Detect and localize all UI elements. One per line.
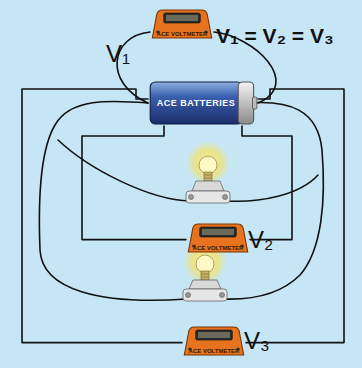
meter-leads <box>82 126 292 240</box>
voltmeter: ACE VOLTMETERV₁ <box>150 8 214 40</box>
meter-label: V₂ <box>248 226 273 254</box>
brand-text: ACE BATTERIES <box>148 98 244 108</box>
meter-leads <box>22 89 344 343</box>
voltmeter: ACE VOLTMETERV₂ <box>186 222 250 254</box>
meter-brand: ACE VOLTMETER <box>182 348 246 354</box>
meter-label: V₃ <box>244 327 270 355</box>
bulb-1 <box>186 141 230 203</box>
parallel-wires <box>39 101 323 300</box>
meter-brand: ACE VOLTMETER <box>186 245 250 251</box>
meter-brand: ACE VOLTMETER <box>150 31 214 37</box>
voltmeter: ACE VOLTMETERV₃ <box>182 325 246 357</box>
meter-label: V₁ <box>106 40 130 68</box>
equation-label: V₁ = V₂ = V₃ <box>216 24 334 48</box>
battery: ACE BATTERIES <box>148 80 258 126</box>
